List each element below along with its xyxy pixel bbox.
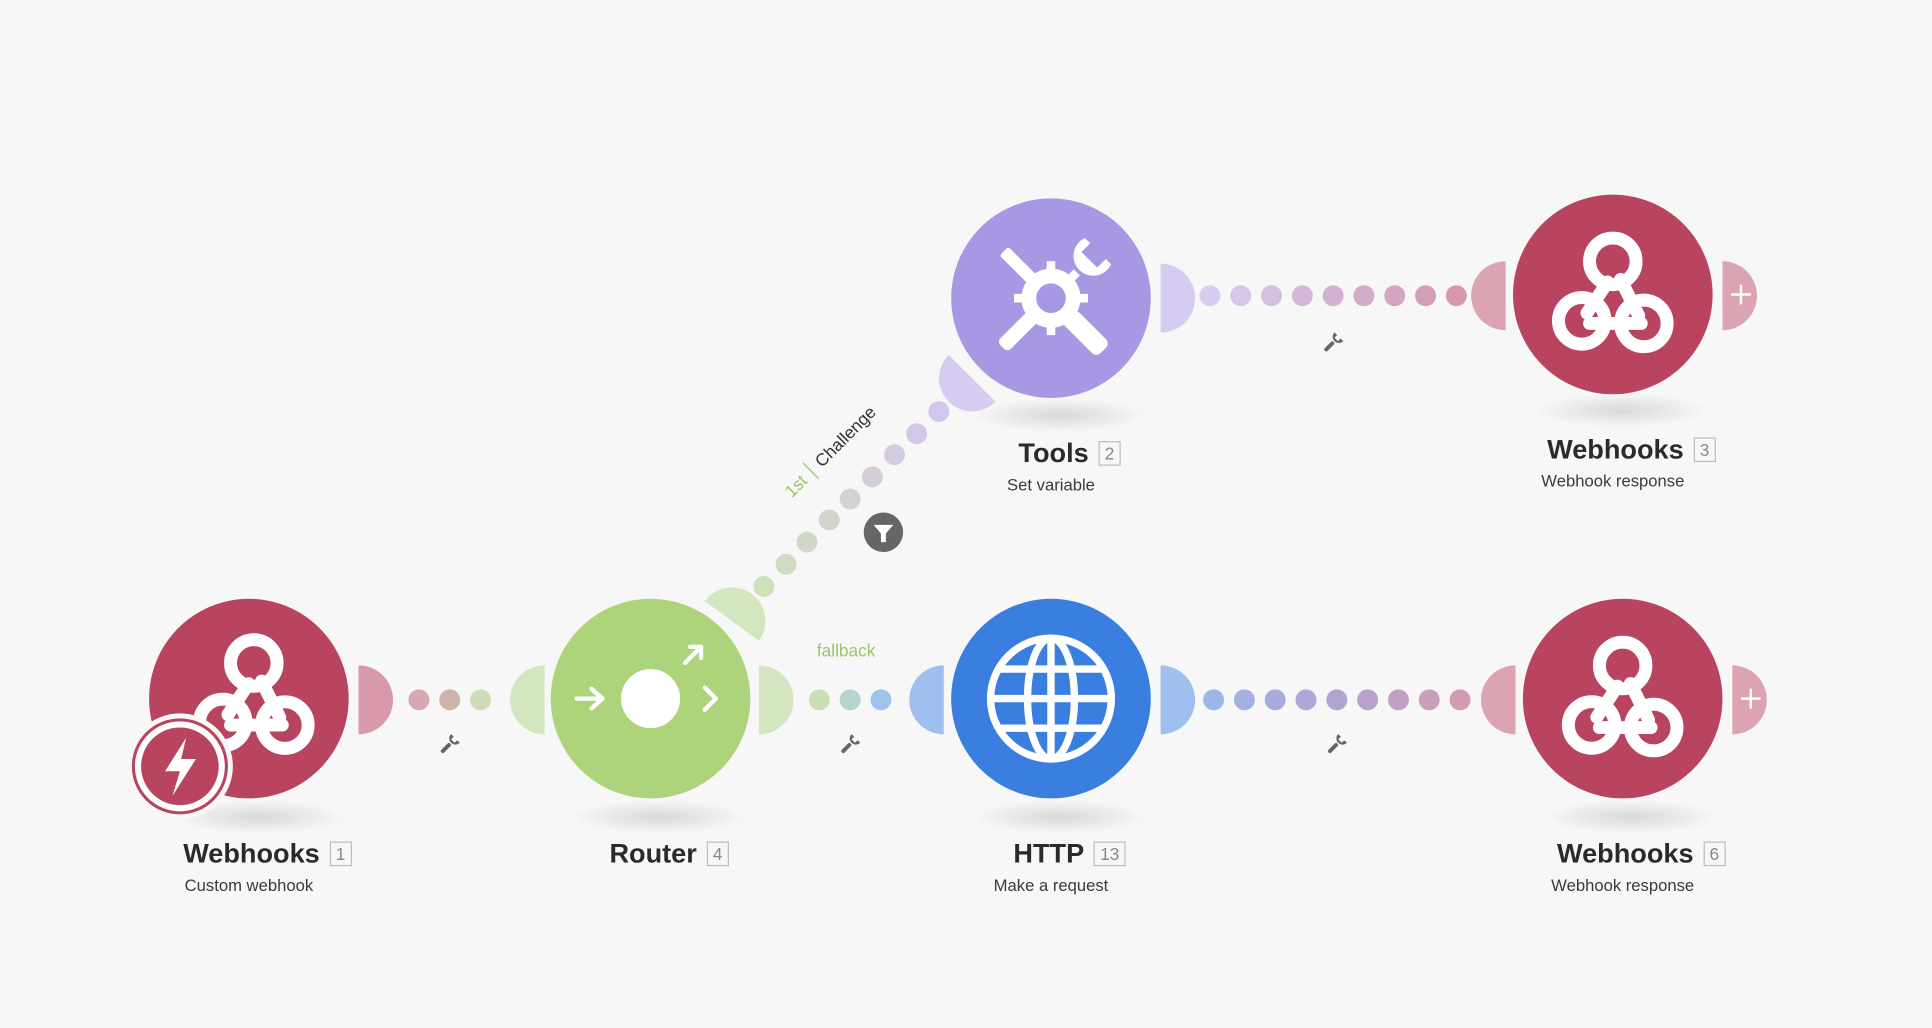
router-icon [574, 644, 719, 729]
globe-icon [986, 634, 1116, 763]
webhook-icon [1561, 635, 1684, 758]
module-subtitle: Webhook response [1541, 471, 1685, 491]
output-handle[interactable] [1160, 665, 1196, 735]
module-title: Webhooks 3 [1547, 433, 1716, 466]
connection-http-webhooks[interactable] [1203, 689, 1471, 711]
input-handle[interactable] [1480, 665, 1516, 735]
module-number: 2 [1098, 441, 1121, 466]
module-name: Webhooks [183, 837, 320, 869]
module-title: Webhooks 6 [1556, 837, 1726, 870]
route-filter-label: Challenge [811, 402, 880, 471]
wrench-icon[interactable] [1321, 332, 1344, 355]
connection-router-tools[interactable] [753, 401, 950, 597]
module-webhooks-6[interactable] [1480, 598, 1767, 799]
tools-icon [999, 238, 1112, 355]
output-handle[interactable] [704, 587, 766, 641]
module-title: Webhooks 1 [183, 837, 352, 870]
output-handle[interactable] [358, 665, 394, 735]
module-number: 13 [1094, 841, 1126, 867]
trigger-badge[interactable] [126, 713, 233, 820]
wrench-icon[interactable] [1324, 734, 1347, 757]
module-title: HTTP 13 [1013, 837, 1126, 870]
module-webhooks-3[interactable] [1471, 194, 1757, 395]
input-handle[interactable] [1471, 261, 1506, 331]
module-subtitle: Custom webhook [184, 876, 314, 895]
module-title: Tools 2 [1018, 437, 1121, 469]
webhook-icon [1552, 231, 1674, 354]
route-label-first[interactable]: 1st Challenge [780, 401, 881, 502]
output-handle[interactable] [758, 665, 794, 735]
filter-icon[interactable] [863, 512, 904, 552]
input-handle[interactable] [510, 665, 545, 735]
connection-settings-icons [437, 332, 1347, 757]
module-name: HTTP [1013, 837, 1085, 869]
connection-router-http[interactable] [808, 689, 892, 711]
module-subtitle: Make a request [993, 876, 1109, 895]
input-handle[interactable] [939, 354, 996, 412]
module-number: 3 [1693, 437, 1716, 463]
connection-webhooks-router[interactable] [408, 689, 491, 711]
module-number: 1 [329, 841, 352, 867]
wrench-icon[interactable] [838, 734, 861, 757]
module-title: Router 4 [609, 837, 729, 870]
lightning-icon [165, 738, 196, 796]
module-shadows [172, 393, 1718, 835]
module-name: Router [609, 837, 697, 869]
module-webhooks-1[interactable] [126, 598, 394, 820]
module-router-4[interactable] [510, 587, 794, 799]
module-http-13[interactable] [909, 598, 1196, 799]
input-handle[interactable] [909, 665, 944, 735]
module-name: Webhooks [1556, 837, 1694, 869]
output-handle[interactable] [1160, 263, 1196, 333]
route-order: 1st [781, 471, 812, 502]
module-subtitle: Webhook response [1551, 876, 1695, 895]
module-number: 6 [1703, 841, 1726, 867]
module-number: 4 [706, 841, 729, 867]
plus-icon [1731, 284, 1751, 305]
module-tools-2[interactable] [939, 198, 1196, 412]
module-name: Tools [1018, 437, 1089, 469]
module-subtitle: Set variable [1007, 475, 1095, 495]
connection-tools-webhooks[interactable] [1199, 285, 1467, 307]
module-name: Webhooks [1547, 433, 1684, 465]
wrench-icon[interactable] [437, 734, 460, 757]
route-label-fallback[interactable]: fallback [816, 640, 876, 661]
plus-icon [1740, 688, 1761, 709]
